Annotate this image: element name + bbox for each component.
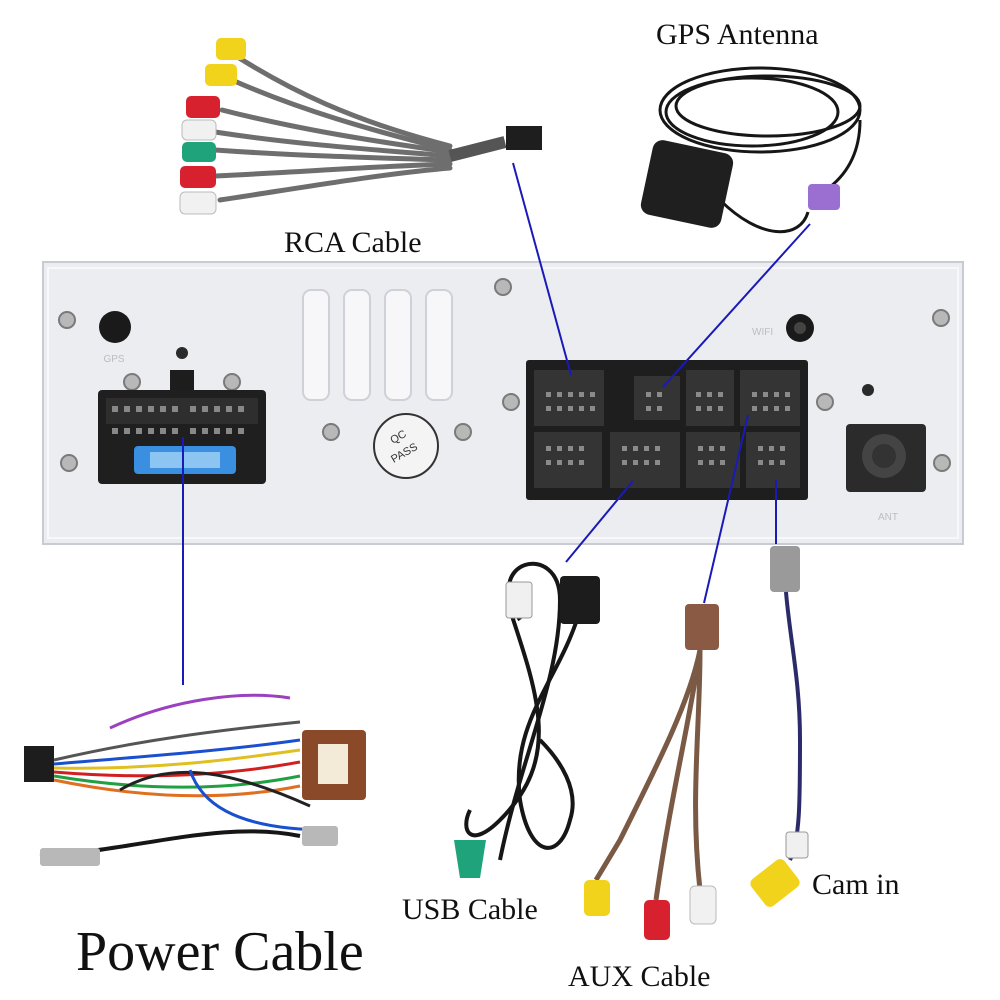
gps-port: GPS	[99, 311, 131, 365]
usb-white-plug	[505, 581, 533, 619]
head-unit-rear-panel: GPS WIFI QC PASS	[42, 261, 964, 545]
aux-cable	[584, 604, 719, 940]
cam-yellow-plug	[750, 859, 800, 907]
gps-antenna-label: GPS Antenna	[656, 18, 819, 51]
cam-in-cable	[750, 546, 809, 907]
panel-screws	[58, 278, 951, 472]
main-connector-block	[526, 360, 808, 500]
rca-cable-label: RCA Cable	[284, 226, 422, 259]
vent-slots	[302, 289, 453, 401]
callout-aux	[703, 414, 749, 604]
wifi-port-label: WIFI	[752, 327, 773, 338]
rca-plugs	[179, 38, 246, 215]
power-cable-harness	[24, 693, 366, 866]
usb-cable-label: USB Cable	[402, 893, 538, 926]
gps-plug	[808, 184, 840, 210]
callout-usb	[565, 480, 634, 563]
callout-gps	[662, 223, 811, 388]
aux-red-plug	[644, 900, 670, 940]
power-cable-label: Power Cable	[76, 921, 364, 983]
rca-harness-plug	[506, 126, 542, 150]
ant-port-label: ANT	[878, 512, 898, 523]
usb-green-plug	[454, 840, 486, 878]
antenna-port: ANT	[846, 384, 926, 523]
callout-rca	[512, 162, 572, 376]
aux-cable-label: AUX Cable	[568, 960, 711, 993]
gps-antenna	[640, 66, 862, 234]
usb-cable	[454, 561, 600, 878]
aux-yellow-plug	[584, 880, 610, 916]
rca-cable	[179, 38, 542, 215]
callout-lines	[182, 162, 811, 685]
gps-port-label: GPS	[103, 354, 124, 365]
cam-in-label: Cam in	[812, 868, 900, 901]
qc-pass-sticker: QC PASS	[373, 413, 439, 479]
antenna-adapter-plug	[40, 848, 100, 866]
wifi-port: WIFI	[752, 314, 814, 342]
usb-a-plug	[560, 576, 600, 624]
aux-white-plug	[689, 885, 717, 925]
